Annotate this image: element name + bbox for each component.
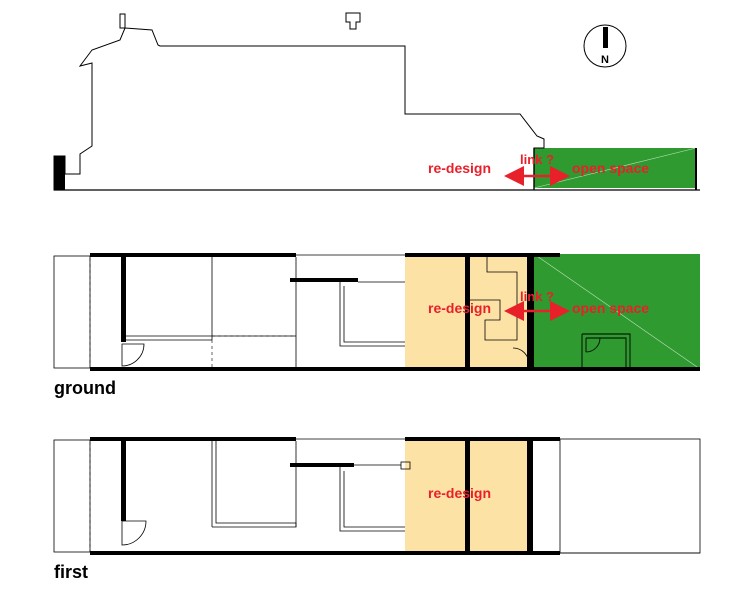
elevation-open-space-label: open space [572,160,649,176]
first-redesign-label: re-design [428,485,491,501]
ground-shed [581,333,631,367]
first-floor-plan: re-design first [53,437,701,582]
first-stair-landing [400,461,411,470]
compass: N [583,24,627,68]
first-room-2 [339,467,405,532]
elevation-redesign-label: re-design [428,160,491,176]
ground-floor-plan: re-design link ? open space ground [53,253,701,398]
first-floor-title: first [54,562,88,582]
compass-needle [603,27,608,48]
ground-open-space-diagonal [533,253,701,370]
ground-door-2 [512,347,530,365]
first-door-1 [121,520,147,546]
first-wall-4 [527,441,533,551]
ground-shed-door [585,337,601,353]
ground-front-zone [53,255,91,369]
ground-wall-2 [290,278,358,282]
ground-bathroom [470,257,518,341]
first-wall-1 [121,441,126,521]
elevation-link-label: link ? [520,152,554,167]
elevation-outline [53,27,545,191]
ground-open-space-label: open space [572,300,649,316]
ground-top-wall [90,253,296,257]
ground-wall-3 [465,257,470,367]
compass-circle [583,24,627,68]
ground-door-1 [121,343,145,367]
ground-top-wall-rear [405,253,560,257]
first-bottom-wall [90,551,560,555]
elevation-ground-chimney [54,156,65,190]
elevation-section: re-design link ? open space [53,12,700,191]
elevation-vent [345,12,361,30]
first-front-zone [53,439,91,553]
first-rear-zone [559,438,701,554]
ground-link-label: link ? [520,289,554,304]
first-wall-3 [465,441,470,551]
ground-wall-1 [121,257,126,342]
ground-redesign-label: re-design [428,300,491,316]
elevation-chimney [119,13,126,29]
ground-bottom-wall [90,367,700,371]
first-wall-2 [290,463,354,467]
first-top-wall [90,437,296,441]
ground-room-kitchen-inner [343,286,405,343]
first-room-1 [212,441,297,528]
first-top-wall-rear [405,437,560,441]
compass-letter: N [601,54,609,66]
ground-room-kitchen [339,282,405,347]
first-room-2-inner [343,471,405,528]
ground-floor-title: ground [54,378,116,398]
